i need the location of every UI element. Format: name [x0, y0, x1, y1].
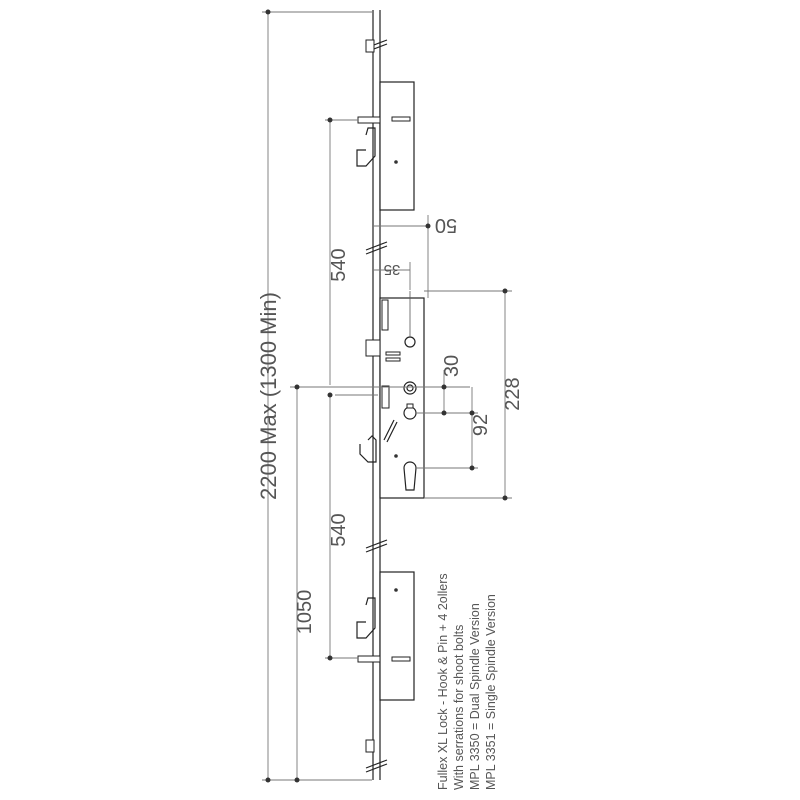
dimension-1050: 1050 [294, 384, 316, 783]
dimension-92-label: 92 [470, 414, 492, 436]
bottom-hook-unit [356, 571, 415, 753]
note-line-1: Fullex XL Lock - Hook & Pin + 4 2ollers [436, 573, 450, 790]
dimension-overall-label: 2200 Max (1300 Min) [256, 292, 281, 500]
dimension-35-label: 35 [384, 261, 401, 278]
dimension-30-label: 30 [441, 355, 463, 377]
dimension-92: 92 [416, 387, 492, 471]
dimension-backset: 50 35 [373, 214, 457, 298]
dimension-540-top: 540 [325, 117, 358, 385]
gearbox-case [359, 291, 425, 499]
note-line-3: MPL 3350 = Dual Spindle Version [468, 603, 482, 790]
notes-block: Fullex XL Lock - Hook & Pin + 4 2ollers … [436, 573, 498, 790]
dimension-228-label: 228 [502, 377, 524, 410]
dimension-540-top-label: 540 [328, 248, 350, 281]
dimension-540-bottom-label: 540 [328, 513, 350, 546]
note-line-2: With serrations for shoot bolts [452, 625, 466, 790]
dimension-540-bottom: 540 [325, 392, 358, 661]
dimension-1050-label: 1050 [294, 590, 316, 635]
top-hook-unit [356, 39, 415, 211]
dimension-overall: 2200 Max (1300 Min) [256, 9, 372, 783]
dimension-228: 228 [424, 288, 524, 501]
centre-line [290, 386, 470, 396]
note-line-4: MPL 3351 = Single Spindle Version [484, 594, 498, 790]
dimension-30: 30 [416, 355, 463, 416]
dimension-50-label: 50 [435, 214, 457, 236]
